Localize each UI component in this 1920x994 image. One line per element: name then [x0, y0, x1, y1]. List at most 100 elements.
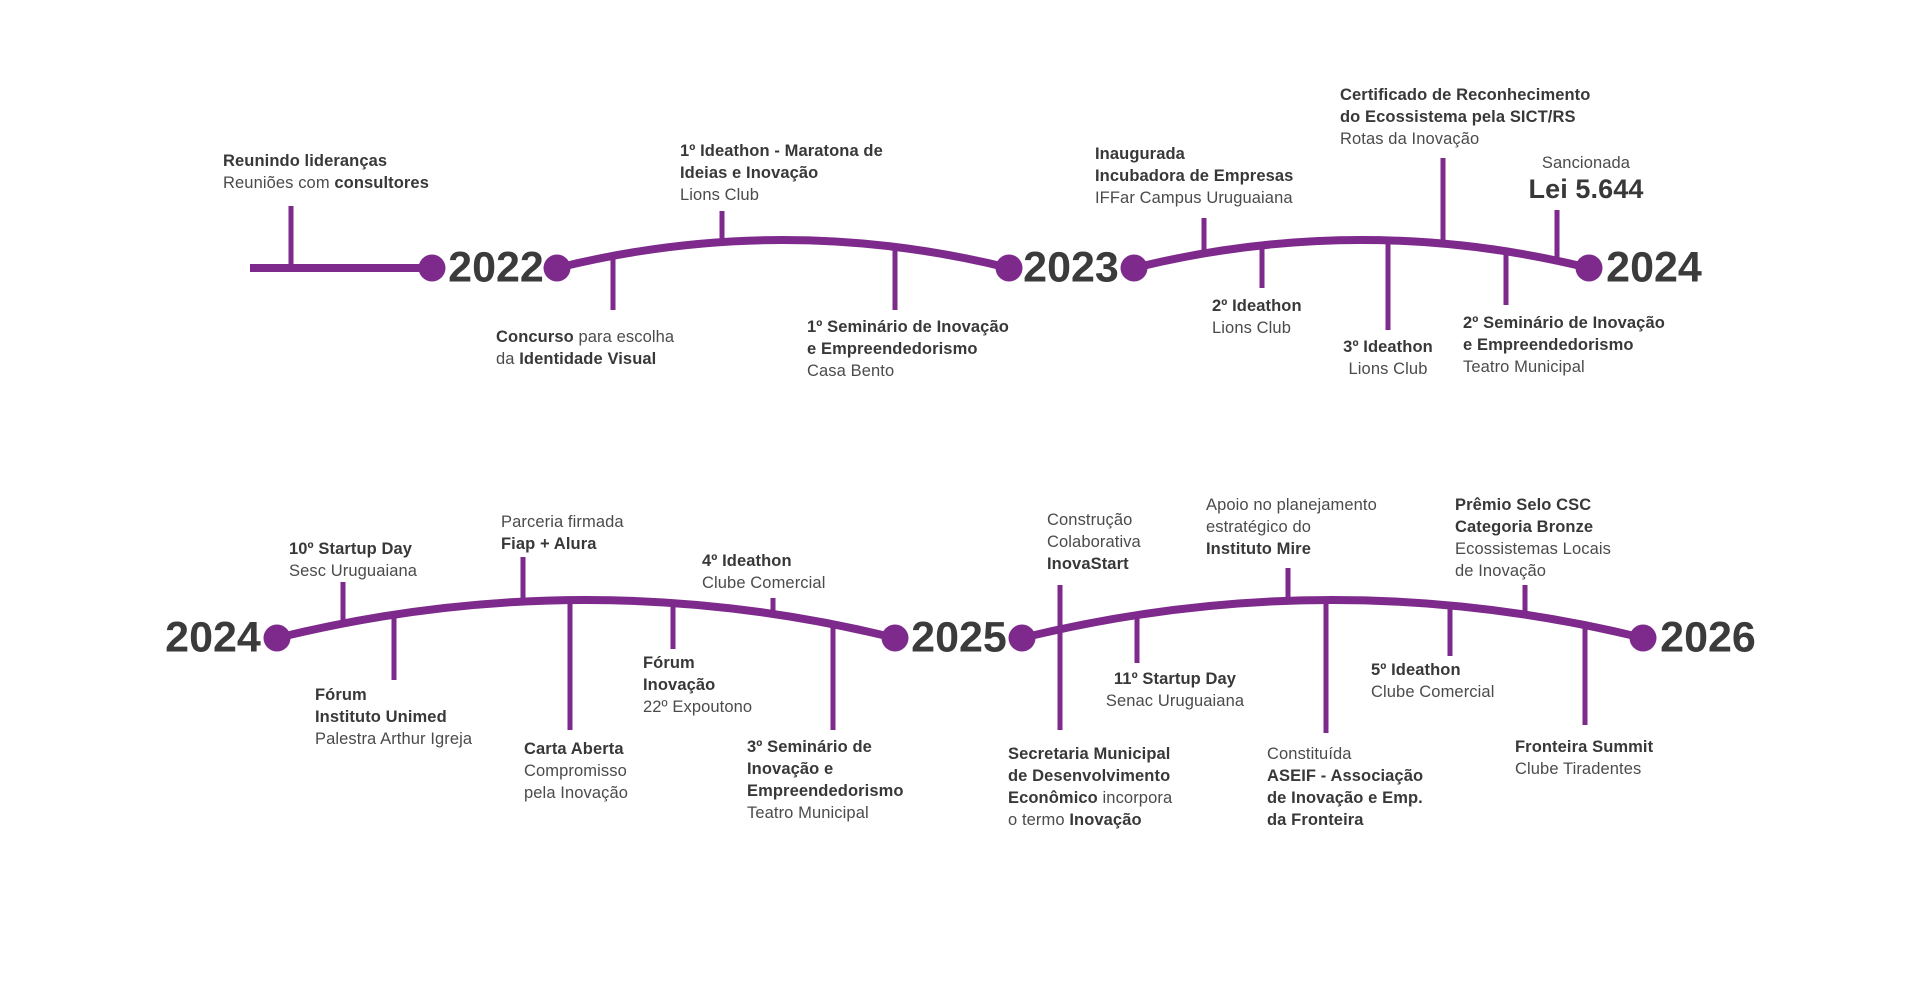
- year-label-row1-1: 2022: [448, 243, 544, 292]
- text-segment: Carta Aberta: [524, 740, 624, 758]
- text-segment: de Inovação e Emp.: [1267, 789, 1423, 807]
- text-segment: 3º Ideathon: [1343, 338, 1433, 356]
- event-line: da Identidade Visual: [496, 348, 674, 370]
- event-line: Concurso para escolha: [496, 326, 674, 348]
- text-segment: Colaborativa: [1047, 533, 1141, 551]
- text-segment: Lei 5.644: [1528, 174, 1644, 204]
- text-segment: 1º Seminário de Inovação: [807, 318, 1009, 336]
- text-segment: Fronteira Summit: [1515, 738, 1654, 756]
- event-line: Lei 5.644: [1529, 174, 1644, 204]
- text-segment: Concurso: [496, 328, 574, 346]
- event-line: 2º Seminário de Inovação: [1463, 312, 1665, 334]
- event-line: Lions Club: [1212, 317, 1302, 339]
- event-line: Clube Tiradentes: [1515, 758, 1653, 780]
- year-label-row2-1: 2024: [165, 613, 261, 662]
- text-segment: e Empreendedorismo: [807, 340, 978, 358]
- event-line: estratégico do: [1206, 516, 1377, 538]
- event-line: Sancionada: [1529, 152, 1644, 174]
- timeline-arc: [276, 596, 896, 642]
- text-segment: Casa Bento: [807, 362, 895, 380]
- text-segment: Categoria Bronze: [1455, 518, 1594, 536]
- text-segment: 2º Seminário de Inovação: [1463, 314, 1665, 332]
- text-segment: 1º Ideathon - Maratona de: [680, 142, 883, 160]
- event-line: Constituída: [1267, 743, 1423, 765]
- text-segment: IFFar Campus Uruguaiana: [1095, 189, 1293, 207]
- text-segment: Reunindo lideranças: [223, 152, 388, 170]
- event-line: IFFar Campus Uruguaiana: [1095, 187, 1293, 209]
- event-line: 1º Ideathon - Maratona de: [680, 140, 883, 162]
- event-line: Reunindo lideranças: [223, 150, 429, 172]
- timeline-arc: [1133, 236, 1590, 272]
- event-line: ASEIF - Associação: [1267, 765, 1423, 787]
- event-line: Ideias e Inovação: [680, 162, 883, 184]
- text-segment: para escolha: [573, 328, 675, 346]
- timeline-dot: [543, 254, 571, 282]
- event-line: Teatro Municipal: [747, 802, 904, 824]
- text-segment: Incubadora de Empresas: [1095, 167, 1294, 185]
- event-line: 3º Ideathon: [1343, 336, 1433, 358]
- event-line: 10º Startup Day: [289, 538, 417, 560]
- event-line: Instituto Unimed: [315, 706, 472, 728]
- text-segment: InovaStart: [1047, 555, 1129, 573]
- event-line: Fórum: [315, 684, 472, 706]
- event-line: 3º Seminário de: [747, 736, 904, 758]
- timeline-arc: [556, 236, 1010, 272]
- text-segment: Clube Tiradentes: [1515, 760, 1642, 778]
- timeline-dot: [1120, 254, 1148, 282]
- text-segment: ASEIF - Associação: [1267, 767, 1424, 785]
- timeline-dot: [881, 624, 909, 652]
- text-segment: Sesc Uruguaiana: [289, 562, 418, 580]
- timeline-dot: [995, 254, 1023, 282]
- event-line: da Fronteira: [1267, 809, 1423, 831]
- event-line: Inaugurada: [1095, 143, 1293, 165]
- timeline-dot: [1008, 624, 1036, 652]
- text-segment: Secretaria Municipal: [1008, 745, 1171, 763]
- text-segment: Lions Club: [680, 186, 759, 204]
- text-segment: de Desenvolvimento: [1008, 767, 1171, 785]
- event-line: Categoria Bronze: [1455, 516, 1611, 538]
- text-segment: e Empreendedorismo: [1463, 336, 1634, 354]
- event-line: Certificado de Reconhecimento: [1340, 84, 1590, 106]
- event-label-seminario1: 1º Seminário de Inovação e Empreendedoris…: [807, 316, 1009, 382]
- year-label-row1-3: 2024: [1606, 243, 1702, 292]
- text-segment: Senac Uruguaiana: [1105, 692, 1245, 710]
- text-segment: Inovação: [643, 676, 716, 694]
- event-line: 2º Ideathon: [1212, 295, 1302, 317]
- event-line: 1º Seminário de Inovação: [807, 316, 1009, 338]
- text-segment: da Fronteira: [1267, 811, 1364, 829]
- text-segment: Fórum: [315, 686, 367, 704]
- event-line: de Inovação: [1455, 560, 1611, 582]
- text-segment: o termo: [1008, 811, 1070, 829]
- event-line: e Empreendedorismo: [1463, 334, 1665, 356]
- event-line: Colaborativa: [1047, 531, 1141, 553]
- text-segment: estratégico do: [1206, 518, 1312, 536]
- event-line: Lions Club: [1343, 358, 1433, 380]
- text-segment: Teatro Municipal: [1463, 358, 1585, 376]
- event-line: Prêmio Selo CSC: [1455, 494, 1611, 516]
- timeline-dot: [263, 624, 291, 652]
- text-segment: Inovação e: [747, 760, 834, 778]
- text-segment: Lions Club: [1348, 360, 1428, 378]
- text-segment: da: [496, 350, 520, 368]
- text-segment: 5º Ideathon: [1371, 661, 1461, 679]
- event-line: Senac Uruguaiana: [1106, 690, 1244, 712]
- event-line: Rotas da Inovação: [1340, 128, 1590, 150]
- year-label-row1-2: 2023: [1023, 243, 1119, 292]
- event-line: Incubadora de Empresas: [1095, 165, 1293, 187]
- event-line: Fórum: [643, 652, 752, 674]
- event-line: Ecossistemas Locais: [1455, 538, 1611, 560]
- text-segment: 10º Startup Day: [289, 540, 413, 558]
- text-segment: Rotas da Inovação: [1340, 130, 1480, 148]
- event-line: 11º Startup Day: [1106, 668, 1244, 690]
- text-segment: Sancionada: [1541, 154, 1631, 172]
